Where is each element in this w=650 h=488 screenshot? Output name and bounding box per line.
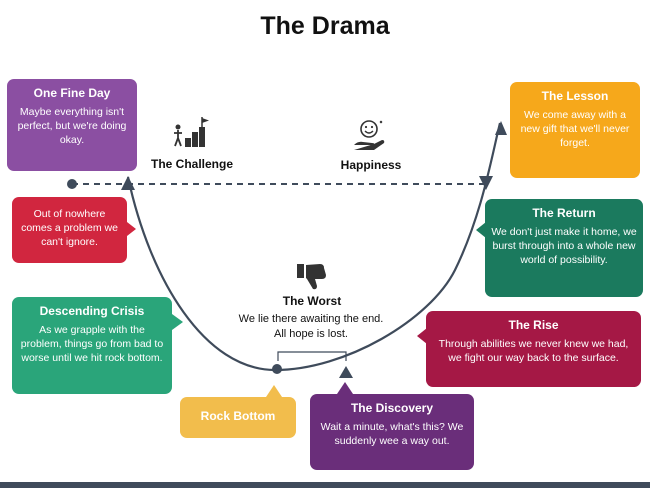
return-title: The Return xyxy=(532,206,596,220)
rock-bottom-title: Rock Bottom xyxy=(200,409,276,423)
rock-bottom-box: Rock Bottom xyxy=(180,397,296,438)
lesson-body: We come away with a new gift that we'll … xyxy=(520,109,630,149)
inciting-problem-pointer xyxy=(127,222,136,236)
worst-body: We lie there awaiting the end. All hope … xyxy=(238,313,384,340)
worst-title: The Worst xyxy=(282,294,342,308)
worst-bracket xyxy=(277,351,347,361)
stairs-flag-icon xyxy=(174,117,209,147)
return-pointer xyxy=(476,222,486,238)
return-box: The Return We don't just make it home, w… xyxy=(485,199,643,297)
return-body: We don't just make it home, we burst thr… xyxy=(491,226,637,266)
lesson-arrow xyxy=(495,121,507,135)
challenge-arrow xyxy=(121,176,135,190)
one-fine-day-body: Maybe everything isn't perfect, but we'r… xyxy=(17,106,127,146)
one-fine-day-box: One Fine Day Maybe everything isn't perf… xyxy=(7,79,137,171)
rise-title: The Rise xyxy=(508,318,559,332)
lesson-title: The Lesson xyxy=(541,89,609,103)
rise-pointer xyxy=(417,328,427,344)
start-dot xyxy=(67,179,77,189)
discovery-arrow xyxy=(339,366,353,378)
rock-bottom-pointer xyxy=(266,385,282,397)
descending-crisis-title: Descending Crisis xyxy=(39,304,145,318)
rise-body: Through abilities we never knew we had, … xyxy=(438,338,629,364)
descending-crisis-pointer xyxy=(172,314,183,330)
lesson-box: The Lesson We come away with a new gift … xyxy=(510,82,640,178)
discovery-title: The Discovery xyxy=(350,401,434,415)
rise-box: The Rise Through abilities we never knew… xyxy=(426,311,641,387)
discovery-body: Wait a minute, what's this? We suddenly … xyxy=(320,421,464,447)
smiley-hand-icon xyxy=(354,120,385,150)
descending-crisis-box: Descending Crisis As we grapple with the… xyxy=(12,297,172,394)
challenge-label: The Challenge xyxy=(150,157,233,171)
drama-curve xyxy=(126,122,502,372)
one-fine-day-title: One Fine Day xyxy=(33,86,111,100)
discovery-box: The Discovery Wait a minute, what's this… xyxy=(310,394,474,470)
thumbs-down-icon xyxy=(297,264,326,290)
happiness-arrow xyxy=(479,176,493,190)
rock-bottom-dot xyxy=(272,364,282,374)
discovery-pointer xyxy=(337,382,353,394)
inciting-problem-body: Out of nowhere comes a problem we can't … xyxy=(21,208,118,248)
inciting-problem-box: Out of nowhere comes a problem we can't … xyxy=(12,197,127,263)
happiness-label: Happiness xyxy=(340,158,402,172)
footer-bar xyxy=(0,482,650,488)
descending-crisis-body: As we grapple with the problem, things g… xyxy=(20,324,164,364)
page-title: The Drama xyxy=(260,12,390,40)
